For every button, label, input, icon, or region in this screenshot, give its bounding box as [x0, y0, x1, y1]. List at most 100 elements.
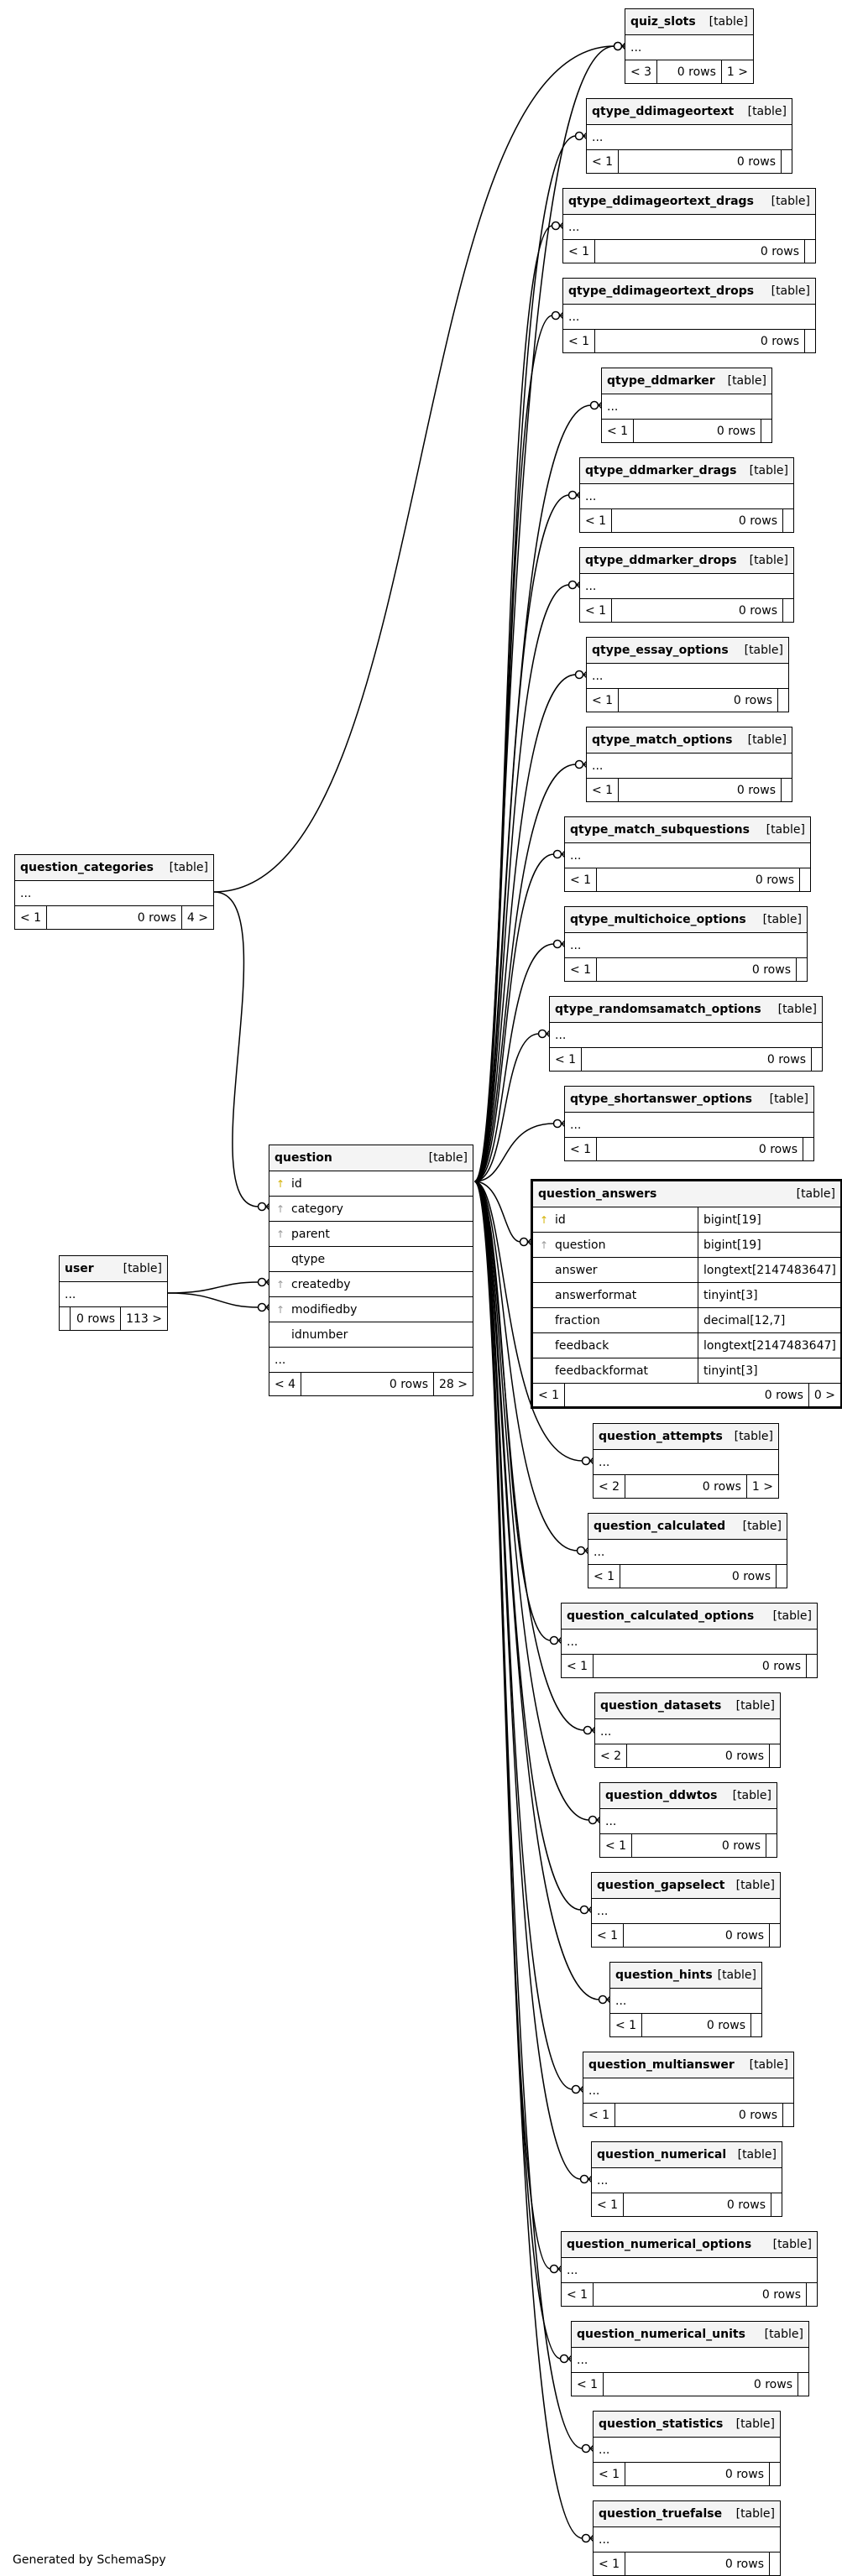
column-row-id[interactable]: ↑id	[269, 1171, 473, 1196]
children-count	[751, 2014, 761, 2036]
row-count: 0 rows	[619, 779, 782, 801]
column-row-modifiedby[interactable]: ↑modifiedby	[269, 1296, 473, 1322]
children-count	[805, 240, 815, 263]
foreign-key-icon: ↑	[275, 1202, 285, 1215]
columns-collapsed-row: ...	[625, 34, 753, 60]
table-qtype-randomsamatch-options[interactable]: qtype_randomsamatch_options[table]...< 1…	[549, 996, 823, 1072]
table-header: question_numerical[table]	[592, 2142, 782, 2167]
table-name: question_numerical_options	[567, 2238, 752, 2251]
column-row-idnumber[interactable]: ↑idnumber	[269, 1322, 473, 1347]
foreign-key-icon: ↑	[275, 1303, 285, 1316]
table-type-label: [table]	[771, 284, 810, 298]
collapsed-columns-ellipsis: ...	[585, 579, 597, 593]
edge-question-to-question-ddwtos-optional-marker	[588, 1815, 598, 1825]
foreign-key-icon: ↑	[539, 1238, 549, 1251]
column-name-cell: ↑feedbackformat	[533, 1358, 698, 1383]
children-count	[807, 1655, 817, 1677]
column-row-qtype[interactable]: ↑qtype	[269, 1246, 473, 1271]
children-count: 28 >	[439, 1377, 468, 1391]
table-question[interactable]: question[table]↑id↑category↑parent↑qtype…	[269, 1145, 473, 1396]
column-row-createdby[interactable]: ↑createdby	[269, 1271, 473, 1296]
edge-user-to-question-modifiedby-optional-marker	[257, 1302, 267, 1312]
collapsed-columns-ellipsis: ...	[607, 399, 619, 414]
column-name-cell: ↑question	[533, 1233, 698, 1257]
children-count	[771, 2193, 782, 2216]
column-type: bigint[19]	[698, 1233, 840, 1257]
table-question-calculated-options[interactable]: question_calculated_options[table]...< 1…	[561, 1603, 818, 1678]
table-header: question_multianswer[table]	[583, 2052, 793, 2078]
children-count: 113 >	[126, 1311, 162, 1326]
edge-question-to-question-calculated-optional-marker	[576, 1546, 586, 1556]
children-count: 1 >	[726, 65, 748, 79]
edge-question-categories-to-quiz-slots-optional-marker	[613, 41, 623, 51]
collapsed-columns-ellipsis: ...	[20, 886, 32, 900]
row-count: 0 rows	[625, 2463, 770, 2485]
columns-collapsed-row: ...	[563, 214, 815, 239]
table-name: qtype_ddimageortext_drops	[568, 284, 755, 298]
edge-user-to-question-createdby-optional-marker	[257, 1277, 267, 1287]
column-row-parent[interactable]: ↑parent	[269, 1221, 473, 1246]
columns-collapsed-row: ...	[594, 1449, 778, 1474]
row-count: 0 rows	[625, 2553, 770, 2575]
collapsed-columns-ellipsis: ...	[570, 938, 582, 952]
foreign-key-icon: ↑	[275, 1278, 285, 1291]
column-row-category[interactable]: ↑category	[269, 1196, 473, 1221]
parents-count: < 1	[562, 1655, 594, 1677]
column-name: idnumber	[291, 1327, 348, 1342]
column-type: tinyint[3]	[698, 1358, 840, 1383]
table-header: qtype_match_subquestions[table]	[565, 817, 810, 842]
edge-question-to-question-attempts-optional-marker	[581, 1456, 591, 1466]
edge-question-to-qtype-ddmarker-drops-optional-marker	[567, 580, 578, 590]
edge-user-to-question-modifiedby	[167, 1292, 259, 1308]
columns-collapsed-row: ...	[565, 932, 807, 957]
table-header: question_truefalse[table]	[594, 2501, 780, 2526]
edge-question-to-question-hints	[473, 1181, 600, 2000]
edge-question-to-qtype-ddmarker-optional-marker	[589, 400, 599, 410]
edge-question-to-qtype-ddimageortext-optional-marker	[574, 131, 584, 141]
parents-count: < 1	[587, 150, 620, 173]
children-count	[782, 150, 792, 173]
edge-question-to-qtype-essay-options-optional-marker	[574, 670, 584, 680]
